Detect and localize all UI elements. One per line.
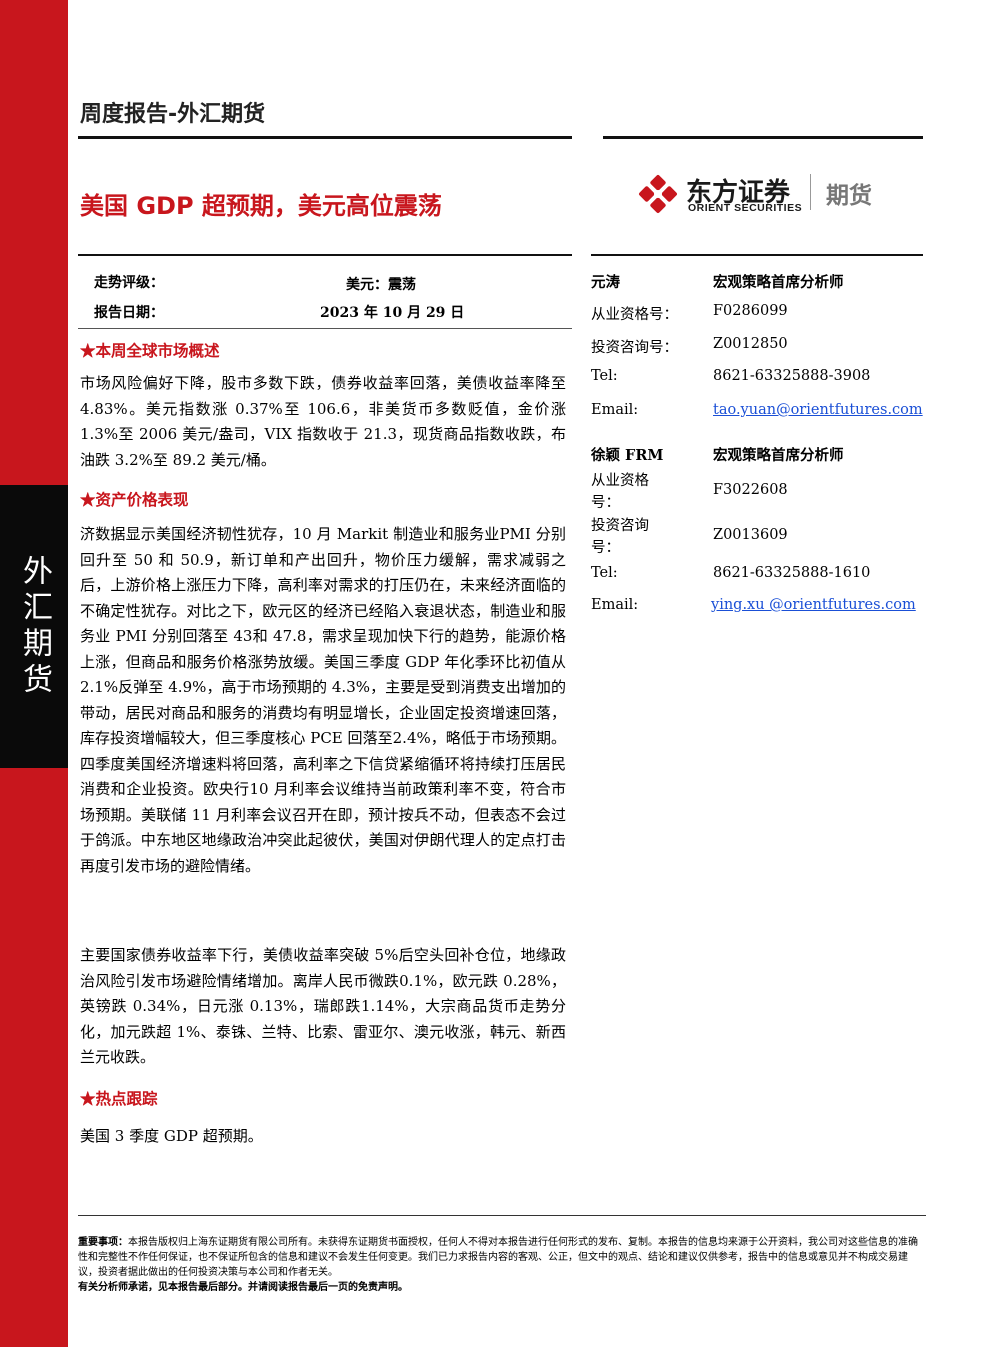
logo-futures-label: 期货 — [826, 183, 872, 209]
section-text-assets-2: 主要国家债券收益率下行，美债收益率突破 5%后空头回补仓位，地缘政治风险引发市场… — [80, 946, 566, 1066]
meta-rule-left — [78, 254, 572, 256]
header-rule-left — [78, 136, 572, 139]
section-heading-assets: ★资产价格表现 — [80, 490, 189, 509]
analyst-1-consult: Z0012850 — [713, 336, 788, 352]
side-category-block: 外汇期货 — [0, 485, 68, 768]
analyst-1-consult-label: 投资咨询号： — [591, 340, 678, 356]
disclaimer-text: 本报告版权归上海东证期货有限公司所有。未获得东证期货书面授权，任何人不得对本报告… — [78, 1237, 918, 1278]
analyst-2-email-label: Email: — [591, 597, 639, 613]
logo-chinese-name: 东方证券 — [686, 178, 791, 208]
rating-label: 走势评级： — [94, 275, 164, 291]
analyst-2-qual-label: 从业资格号： — [591, 473, 649, 511]
analyst-2-consult: Z0013609 — [713, 527, 788, 543]
logo-english-name: ORIENT SECURITIES — [688, 202, 803, 214]
report-type-title: 周度报告-外汇期货 — [80, 102, 266, 127]
analyst-1-email-link[interactable]: tao.yuan@orientfutures.com — [713, 402, 923, 418]
side-category-label: 外汇期货 — [17, 554, 52, 699]
analyst-1-qual: F0286099 — [713, 303, 788, 319]
meta-rule-right — [591, 254, 923, 256]
analyst-1-title: 宏观策略首席分析师 — [713, 274, 844, 291]
footer-rule — [78, 1215, 926, 1216]
section-heading-hot: ★热点跟踪 — [80, 1089, 158, 1108]
section-text-hot: 美国 3 季度 GDP 超预期。 — [80, 1127, 263, 1145]
disclaimer-block: 重要事项：本报告版权归上海东证期货有限公司所有。未获得东证期货书面授权，任何人不… — [78, 1235, 926, 1295]
date-value: 2023 年 10 月 29 日 — [320, 305, 465, 321]
analyst-2-consult-label: 投资咨询号： — [591, 518, 649, 556]
orient-logo-icon — [639, 175, 677, 213]
analyst-2-name: 徐颖 FRM — [591, 447, 664, 464]
header-rule-right — [603, 136, 923, 139]
analyst-2-title: 宏观策略首席分析师 — [713, 447, 844, 464]
section-heading-overview: ★本周全球市场概述 — [80, 341, 220, 360]
disclaimer-label: 重要事项： — [78, 1237, 128, 1248]
rating-value: 美元：震荡 — [346, 277, 416, 293]
company-logo: 东方证券 ORIENT SECURITIES 期货 — [636, 170, 896, 218]
meta-rule-bottom — [78, 328, 572, 329]
analyst-2-email-link[interactable]: ying.xu @orientfutures.com — [711, 597, 916, 613]
analyst-2-qual: F3022608 — [713, 482, 788, 498]
report-main-title: 美国 GDP 超预期，美元高位震荡 — [80, 192, 442, 220]
logo-divider — [810, 174, 811, 210]
analyst-2-tel: 8621-63325888-1610 — [713, 565, 871, 581]
analyst-1-tel-label: Tel: — [591, 368, 618, 384]
section-text-overview: 市场风险偏好下降，股市多数下跌，债券收益率回落，美债收益率降至 4.83%。美元… — [80, 374, 566, 469]
date-label: 报告日期： — [94, 305, 164, 321]
analyst-1-qual-label: 从业资格号： — [591, 307, 678, 323]
section-text-assets: 济数据显示美国经济韧性犹存，10 月 Markit 制造业和服务业PMI 分别回… — [80, 525, 566, 875]
analyst-2-tel-label: Tel: — [591, 565, 618, 581]
analyst-1-name: 元涛 — [591, 274, 620, 291]
analyst-1-email-label: Email: — [591, 402, 639, 418]
disclaimer-note: 有关分析师承诺，见本报告最后部分。并请阅读报告最后一页的免责声明。 — [78, 1282, 408, 1293]
analyst-1-tel: 8621-63325888-3908 — [713, 368, 871, 384]
